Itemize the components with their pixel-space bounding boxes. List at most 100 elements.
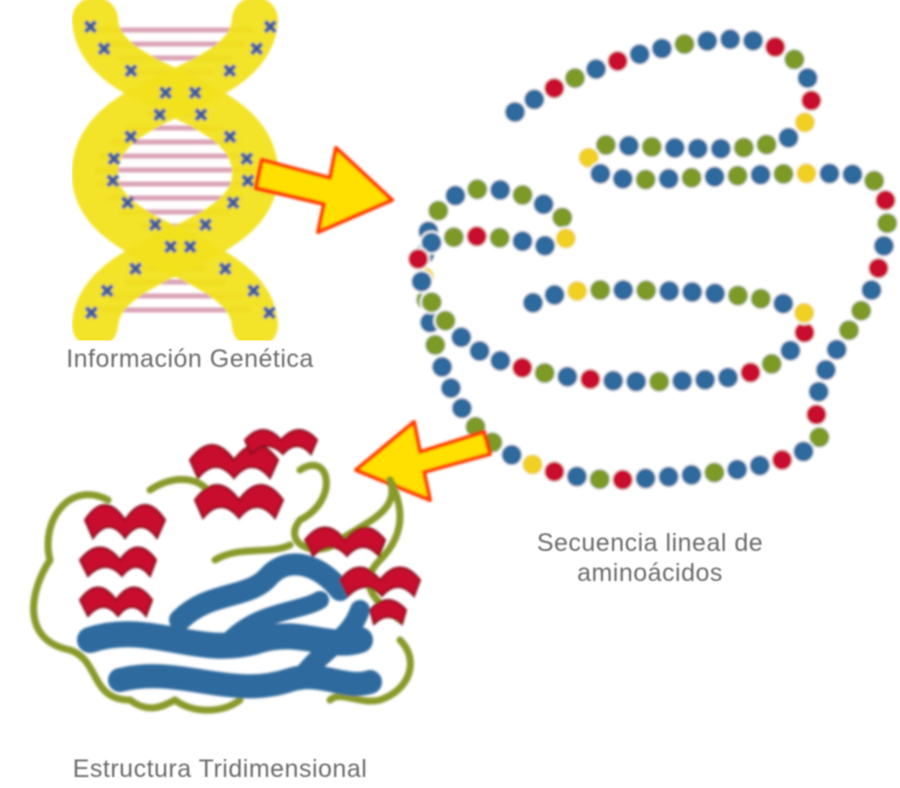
dna-nucleotide-mark: ✖ [105, 169, 122, 193]
amino-acid-residue [531, 192, 556, 217]
protein-loops [30, 461, 414, 714]
amino-acid-residue [532, 361, 557, 385]
amino-acid-residue [770, 447, 795, 472]
amino-acid-residue [875, 211, 900, 236]
amino-acid-residue [487, 225, 512, 250]
amino-acid-residue [419, 230, 444, 255]
amino-acid-residue [708, 136, 733, 161]
amino-acid-residue [795, 66, 820, 91]
amino-acid-residue [588, 161, 613, 186]
dna-nucleotide-mark: ✖ [96, 37, 113, 61]
amino-acid-residue [499, 442, 524, 467]
amino-acid-residue [550, 205, 575, 230]
amino-acid-residue [593, 133, 618, 157]
amino-acid-residue [510, 183, 535, 207]
amino-acid-residue [662, 135, 687, 160]
amino-acid-residue [610, 166, 635, 191]
dna-nucleotides: ✖✖✖✖✖✖✖✖✖✖✖✖✖✖✖✖✖✖✖✖✖✖✖✖✖✖✖✖ [82, 15, 279, 325]
amino-acid-residue [747, 453, 772, 478]
amino-acid-residue [611, 278, 636, 303]
amino-acid-residue [754, 132, 779, 157]
dna-nucleotide-mark: ✖ [122, 125, 139, 149]
amino-acid-residue [656, 464, 681, 489]
amino-acid-residue [718, 27, 743, 52]
dna-nucleotide-mark: ✖ [245, 279, 262, 303]
amino-acid-residue [716, 365, 740, 390]
amino-acid-residue [670, 368, 695, 393]
amino-acid-residue [605, 49, 630, 74]
protein-beta-sheets [77, 553, 382, 699]
dna-nucleotide-mark: ✖ [187, 81, 204, 105]
dna-nucleotide-mark: ✖ [83, 301, 100, 325]
amino-acid-residue [409, 269, 434, 294]
amino-acid-residue [741, 28, 766, 53]
amino-acid-residue [778, 338, 803, 363]
amino-acid-residue [840, 162, 865, 187]
amino-acid-residue [725, 163, 750, 188]
amino-acid-residue [533, 233, 557, 258]
amino-acid-residue [438, 376, 463, 401]
amino-acid-residue [702, 460, 727, 485]
dna-nucleotide-mark: ✖ [151, 103, 168, 127]
amino-acid-residue [807, 425, 832, 450]
amino-acid-residue [763, 35, 788, 59]
amino-acid-residue [443, 183, 468, 208]
amino-acid-residue [634, 278, 659, 303]
amino-acid-residue [465, 177, 490, 202]
amino-acid-residue [799, 88, 824, 113]
amino-acid-residue [426, 198, 451, 223]
amino-acid-residue [565, 279, 590, 304]
amino-acid-residue [520, 452, 545, 477]
amino-acid-residue [649, 36, 674, 61]
amino-acid-residue [725, 457, 750, 482]
amino-acid-residue [601, 368, 626, 393]
dna-nucleotide-mark: ✖ [106, 147, 123, 171]
amino-acid-residue [587, 467, 612, 492]
amino-acid-chain [406, 27, 900, 492]
dna-nucleotide-mark: ✖ [127, 257, 144, 281]
dna-nucleotide-mark: ✖ [261, 301, 278, 325]
amino-acid-residue [449, 325, 474, 350]
dna-nucleotide-mark: ✖ [123, 59, 140, 83]
amino-acid-residue [771, 291, 796, 316]
amino-acid-residue [702, 164, 727, 189]
amino-acid-residue [759, 351, 784, 376]
amino-acid-residue [813, 357, 838, 382]
sequence-caption-line-2: aminoácidos [577, 559, 723, 587]
amino-acid-residue [423, 332, 448, 357]
amino-acid-residue [610, 467, 635, 492]
amino-acid-residue [837, 318, 861, 343]
amino-acid-residue [685, 136, 710, 161]
amino-acid-residue [488, 177, 513, 202]
amino-acid-residue [419, 290, 444, 315]
dna-nucleotide-mark: ✖ [119, 191, 136, 215]
dna-caption: Información Genética [66, 345, 314, 373]
amino-acid-residue [616, 133, 641, 158]
amino-acid-residue [748, 162, 773, 187]
dna-nucleotide-mark: ✖ [239, 169, 256, 193]
amino-acid-residue [806, 379, 831, 404]
dna-nucleotide-mark: ✖ [157, 81, 174, 105]
amino-acid-residue [679, 462, 704, 487]
amino-acid-residue [564, 464, 589, 489]
dna-nucleotide-mark: ✖ [197, 213, 214, 237]
amino-acid-residue [817, 161, 842, 186]
amino-acid-residue [862, 168, 887, 193]
amino-acid-residue [776, 125, 801, 150]
amino-acid-residue [633, 167, 658, 192]
amino-acid-residue [578, 367, 603, 392]
amino-acid-residue [449, 396, 474, 421]
amino-acid-residue [791, 439, 816, 464]
amino-acid-residue [467, 339, 492, 363]
amino-acid-residue [703, 281, 728, 306]
dna-nucleotide-mark: ✖ [248, 37, 265, 61]
amino-acid-residue [693, 367, 718, 392]
dna-nucleotide-mark: ✖ [225, 191, 242, 215]
dna-strand-a [72, 0, 278, 348]
amino-acid-residue [563, 66, 587, 91]
amino-acid-residue [647, 369, 672, 394]
dna-nucleotide-mark: ✖ [162, 235, 179, 259]
amino-acid-residue [871, 233, 896, 258]
